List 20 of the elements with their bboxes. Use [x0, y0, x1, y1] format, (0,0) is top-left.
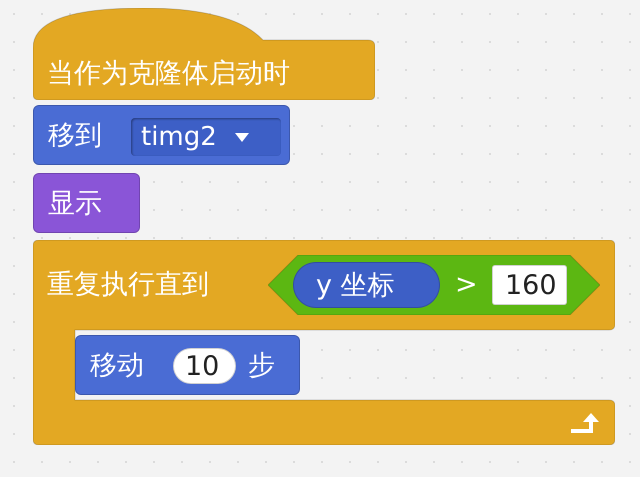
input-value: 160: [505, 270, 557, 302]
condition-block: [268, 255, 600, 315]
looks-block: [33, 173, 140, 233]
block-label: 重复执行直到: [47, 269, 209, 301]
motion-block: [75, 335, 300, 395]
operator-label: >: [455, 269, 478, 301]
number-input: [492, 265, 567, 305]
block-label: 移到: [48, 120, 102, 152]
hat-block: [33, 8, 375, 100]
dropdown-menu: timg2: [131, 118, 281, 156]
block-label: 步: [248, 350, 275, 382]
reporter-block: [293, 262, 440, 308]
block-label: 显示: [48, 188, 102, 220]
block-label: 移动: [90, 350, 144, 382]
number-input: [173, 348, 236, 384]
block-label: y 坐标: [316, 270, 395, 302]
block-label: 当作为克隆体启动时: [47, 58, 290, 90]
block-label: 10: [185, 351, 220, 383]
repeat-until-block: [33, 240, 615, 445]
motion-block: [33, 105, 290, 165]
